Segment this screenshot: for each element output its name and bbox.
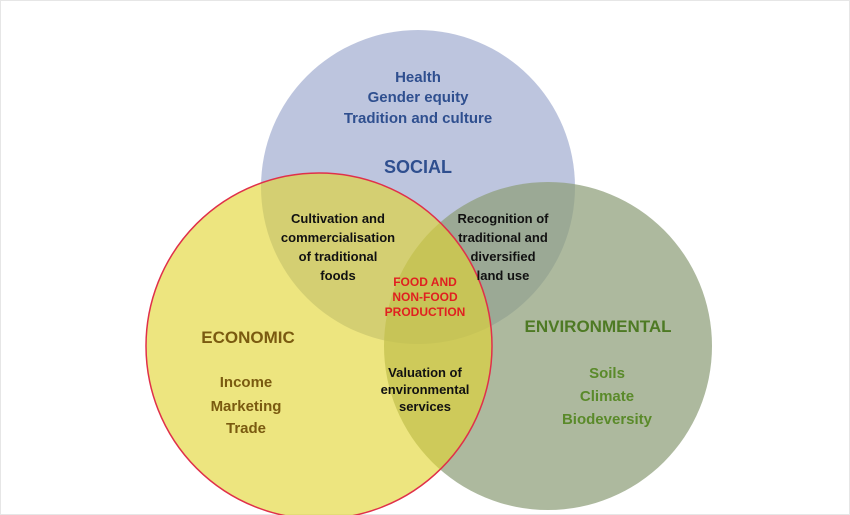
overlap-social-economic-line: commercialisation [281, 230, 395, 245]
environmental-item-biodeversity: Biodeversity [562, 411, 653, 428]
center-line-food-and: FOOD AND [393, 275, 457, 289]
economic-title: ECONOMIC [201, 328, 295, 347]
center-line-non-food: NON-FOOD [392, 290, 458, 304]
overlap-social-environmental-line: Recognition of [458, 211, 550, 226]
economic-item-trade: Trade [226, 420, 266, 437]
environmental-title: ENVIRONMENTAL [524, 317, 671, 336]
overlap-social-economic-line: foods [320, 268, 355, 283]
overlap-social-environmental-line: land use [477, 268, 530, 283]
overlap-social-economic-line: Cultivation and [291, 211, 385, 226]
economic-item-marketing: Marketing [211, 398, 282, 415]
environmental-item-climate: Climate [580, 388, 634, 405]
overlap-social-economic-line: of traditional [299, 249, 378, 264]
center-line-production: PRODUCTION [385, 305, 466, 319]
social-item-gender-equity: Gender equity [368, 89, 470, 106]
overlap-economic-environmental-line: services [399, 399, 451, 414]
economic-item-income: Income [220, 374, 273, 391]
social-item-health: Health [395, 69, 441, 86]
social-item-tradition: Tradition and culture [344, 110, 492, 127]
overlap-social-environmental-line: traditional and [458, 230, 548, 245]
overlap-economic-environmental-line: environmental [381, 382, 470, 397]
social-title: SOCIAL [384, 157, 452, 177]
environmental-item-soils: Soils [589, 365, 625, 382]
economic-circle [145, 172, 493, 515]
overlap-social-environmental-line: diversified [470, 249, 535, 264]
overlap-economic-environmental-line: Valuation of [388, 365, 462, 380]
